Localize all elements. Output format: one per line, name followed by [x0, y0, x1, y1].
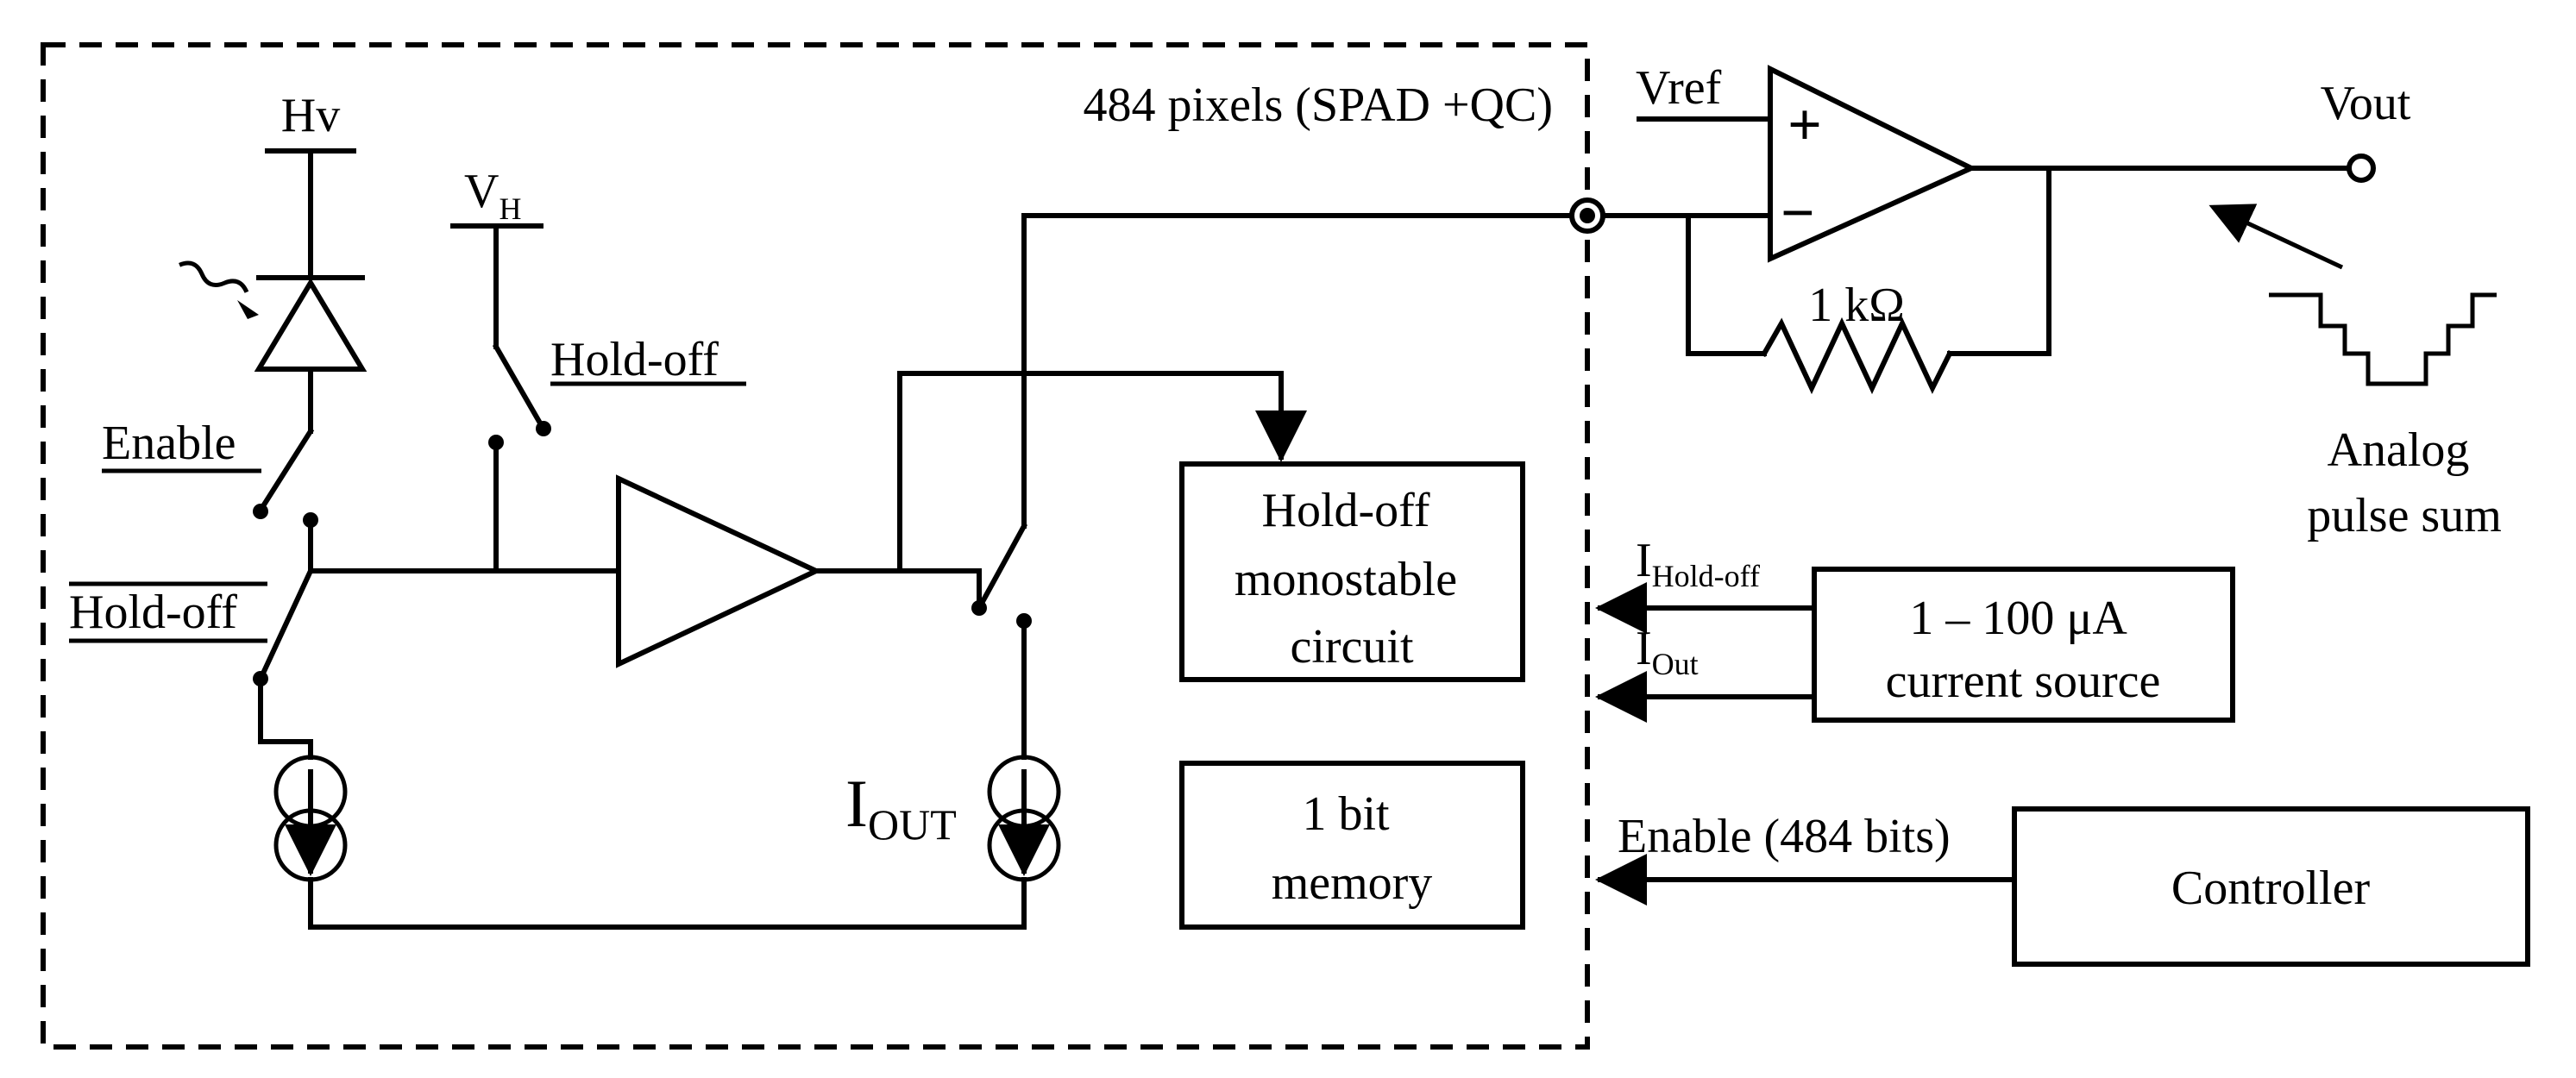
pixel-region-boundary — [41, 42, 1590, 1050]
enable-label: Enable — [102, 417, 236, 470]
vref-label: Vref — [1636, 61, 1722, 115]
vout-terminal-icon — [2347, 154, 2376, 183]
current-source-block — [1812, 567, 2235, 723]
vh-label: VH — [464, 165, 521, 226]
i-out-label: IOut — [1636, 622, 1699, 681]
right-current-source-icon — [987, 739, 1061, 930]
left-current-source-icon — [258, 676, 348, 930]
memory-block — [1179, 761, 1525, 930]
holdoff-monostable-text: Hold-off monostable circuit — [1235, 484, 1469, 674]
enable-bits-label: Enable (484 bits) — [1618, 810, 1951, 863]
holdoff-bar-label: Hold-off — [69, 586, 237, 639]
buffer-triangle — [616, 474, 823, 668]
feedback-resistor: 1 kΩ — [1686, 166, 2051, 395]
opamp-plus: + — [1787, 92, 1822, 159]
memory-text: 1 bit memory — [1272, 787, 1433, 910]
analog-pulse-waveform-icon — [2269, 292, 2497, 386]
iout-label: IOUT — [845, 766, 957, 849]
i-holdoff-label: IHold-off — [1636, 534, 1760, 593]
analog-pulse-label: Analog pulse sum — [2307, 423, 2502, 542]
pixel-region-label: 484 pixels (SPAD +QC) — [1084, 78, 1553, 132]
vout-label: Vout — [2321, 77, 2411, 130]
output-switch — [971, 213, 1580, 744]
controller-text: Controller — [2171, 862, 2371, 915]
resistor-label: 1 kΩ — [1808, 279, 1905, 332]
holdoff-top-label: Hold-off — [550, 333, 719, 386]
opamp-minus: − — [1781, 180, 1815, 247]
holdoff-monostable-block — [1179, 461, 1525, 682]
photon-icon — [179, 260, 249, 293]
photon-arrowhead — [237, 300, 259, 319]
spad-branch: Hv — [179, 89, 368, 434]
controller-block — [2012, 806, 2530, 967]
opamp-triangle — [1768, 65, 1978, 263]
vh-reset-switch: VH Hold-off — [450, 165, 746, 573]
holdoff-bar-switch: Hold-off — [69, 512, 619, 686]
current-source-text: 1 – 100 μA current source — [1886, 592, 2161, 708]
hv-label: Hv — [281, 89, 340, 142]
enable-switch: Enable — [102, 417, 315, 519]
